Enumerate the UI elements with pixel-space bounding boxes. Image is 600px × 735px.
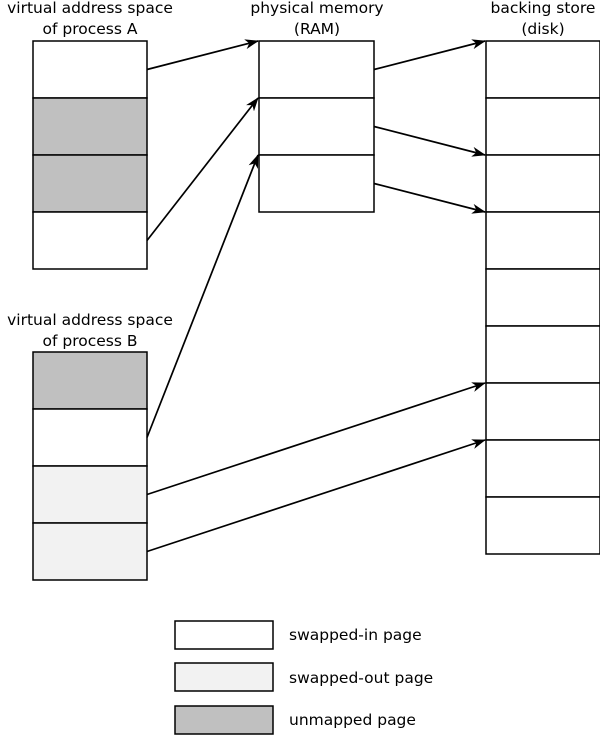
disk-slot-1-swapped-in bbox=[485, 40, 600, 99]
process-a-title-line1: virtual address space bbox=[7, 0, 173, 17]
ram-frame-3-swapped-in bbox=[258, 154, 375, 213]
process-a-page-3-unmapped bbox=[32, 154, 148, 213]
process-b-page-table bbox=[32, 351, 148, 581]
legend: swapped-in page swapped-out page unmappe… bbox=[174, 620, 433, 735]
arrow-processA-4-to-ram-2 bbox=[146, 97, 259, 242]
process-a-title-line2: of process A bbox=[43, 20, 138, 38]
disk-slot-4-swapped-in bbox=[485, 211, 600, 270]
process-a-page-1-swapped-in bbox=[32, 40, 148, 99]
arrow-ram-3-to-disk-4 bbox=[373, 182, 486, 214]
disk-slot-3-swapped-in bbox=[485, 154, 600, 213]
disk-slot-table bbox=[485, 40, 600, 555]
ram-frame-table bbox=[258, 40, 375, 213]
arrow-processB-3-to-disk-7 bbox=[146, 382, 486, 496]
disk-title-line2: (disk) bbox=[521, 20, 564, 38]
disk-slot-2-swapped-in bbox=[485, 97, 600, 156]
arrow-ram-2-to-disk-3 bbox=[373, 125, 486, 157]
legend-swatch-swapped-in bbox=[174, 620, 274, 650]
ram-title-line1: physical memory bbox=[250, 0, 383, 17]
process-b-page-2-swapped-in bbox=[32, 408, 148, 467]
disk-title-line1: backing store bbox=[491, 0, 596, 17]
process-a-page-table bbox=[32, 40, 148, 270]
disk-slot-7-swapped-in bbox=[485, 382, 600, 441]
disk-slot-8-swapped-in bbox=[485, 439, 600, 498]
process-a-page-4-swapped-in bbox=[32, 211, 148, 270]
arrow-ram-1-to-disk-1 bbox=[373, 39, 486, 71]
legend-swatch-swapped-out bbox=[174, 662, 274, 692]
disk-slot-5-swapped-in bbox=[485, 268, 600, 327]
legend-label-unmapped: unmapped page bbox=[289, 711, 416, 729]
ram-title-line2: (RAM) bbox=[294, 20, 340, 38]
ram-frame-1-swapped-in bbox=[258, 40, 375, 99]
ram-frame-2-swapped-in bbox=[258, 97, 375, 156]
arrow-processB-4-to-disk-8 bbox=[146, 439, 486, 553]
process-b-page-1-unmapped bbox=[32, 351, 148, 410]
process-b-page-3-swapped-out bbox=[32, 465, 148, 524]
legend-label-swapped-out: swapped-out page bbox=[289, 669, 433, 687]
process-b-title-line1: virtual address space bbox=[7, 311, 173, 329]
legend-label-swapped-in: swapped-in page bbox=[289, 626, 422, 644]
process-b-title-line2: of process B bbox=[43, 332, 138, 350]
legend-swatch-unmapped bbox=[174, 705, 274, 735]
disk-slot-6-swapped-in bbox=[485, 325, 600, 384]
disk-slot-9-swapped-in bbox=[485, 496, 600, 555]
arrow-processA-1-to-ram-1 bbox=[146, 39, 259, 71]
mapping-arrows bbox=[146, 39, 486, 553]
process-a-page-2-unmapped bbox=[32, 97, 148, 156]
process-b-page-4-swapped-out bbox=[32, 522, 148, 581]
arrow-processB-2-to-ram-3 bbox=[146, 154, 259, 438]
